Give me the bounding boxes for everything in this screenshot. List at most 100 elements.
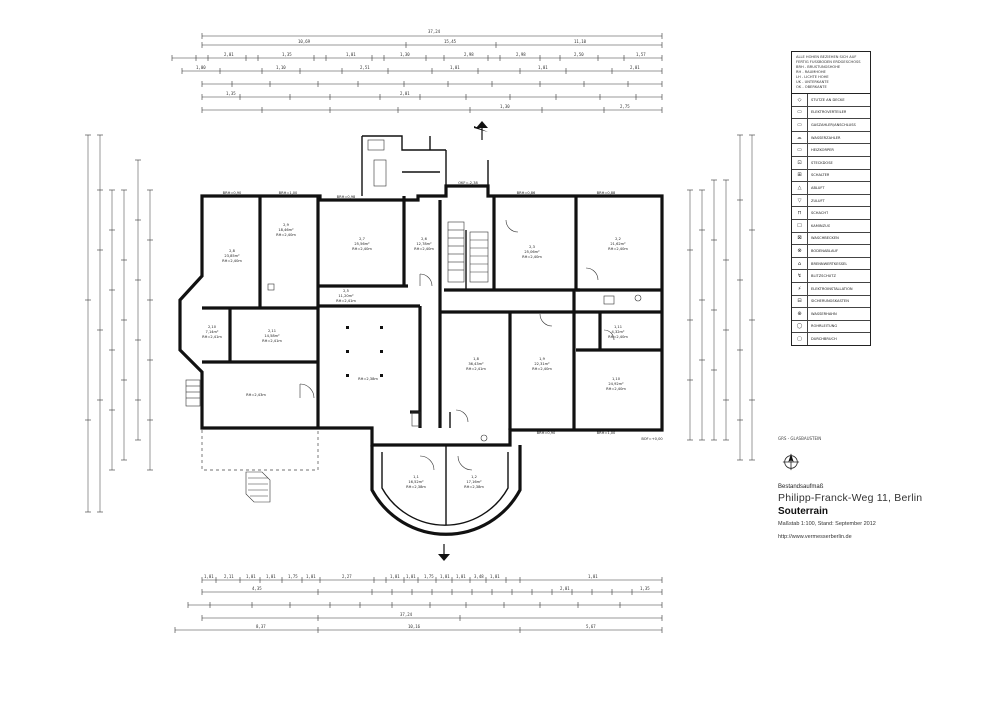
shaft-icon: ☐ xyxy=(792,219,808,232)
legend-reference: GRS - GLASBAUSTEIN xyxy=(778,436,822,441)
room-corridor: 2,5 11,20m² RH=2,41m xyxy=(336,289,356,303)
legend-item: ↯BLITZSCHUTZ xyxy=(792,270,870,283)
room-height: RH=2,41m xyxy=(262,339,282,343)
room-center: RH=2,38m xyxy=(358,377,378,381)
dim-top-v6: 2,98 xyxy=(516,52,526,57)
dim-top-v13: 1,01 xyxy=(538,65,548,70)
north-annex xyxy=(361,135,489,196)
dim-bot-seg-1: 8,37 xyxy=(256,624,266,629)
electric-meter-icon: ▭ xyxy=(792,106,808,119)
legend-note: BRH - BRÜSTUNGSHÖHE xyxy=(796,65,841,69)
dim-top-overall: 37,24 xyxy=(428,29,441,34)
room-right-lower-mid: 1,9 22,31m² RH=2,40m xyxy=(532,357,552,371)
legend-item: ▢DURCHBRUCH xyxy=(792,333,870,345)
dim-bot-v13: 3,48 xyxy=(474,574,484,579)
building-walls xyxy=(178,135,664,536)
legend-item: ◇STÜTZE AN DECKE xyxy=(792,94,870,107)
dim-top-v16: 2,01 xyxy=(400,91,410,96)
room-number: 1,11 xyxy=(614,325,622,329)
dim-bot-v11: 1,01 xyxy=(440,574,450,579)
room-area: 11,20m² xyxy=(338,294,354,298)
stairs xyxy=(185,221,489,503)
dim-top-v7: 2,50 xyxy=(574,52,584,57)
room-height: RH=2,38m xyxy=(464,485,484,489)
legend-item-label: HEIZKÖRPER xyxy=(811,148,834,153)
dim-bot-v4: 1,01 xyxy=(266,574,276,579)
exterior-wall xyxy=(178,184,664,447)
dim-top-v1: 2,01 xyxy=(224,52,234,57)
room-area: 4,32m² xyxy=(612,330,626,334)
legend-box: ALLE HÖHEN BEZIEHEN SICH AUF FERTIG FUSS… xyxy=(791,51,871,346)
website-link[interactable]: http://www.vermesserberlin.de xyxy=(778,534,852,540)
room-area: 12,78m² xyxy=(416,242,432,246)
legend-item: ⌓WASSERZÄHLER xyxy=(792,131,870,145)
dim-bot-v15: 1,01 xyxy=(588,574,598,579)
columns xyxy=(346,326,383,377)
room-left-lower-mid: 2,11 14,58m² RH=2,41m xyxy=(262,329,282,343)
legend-item: ▭GASZÄHLER/ANSCHLUSS xyxy=(792,119,870,132)
legend-item: ⊡STECKDOSE xyxy=(792,156,870,170)
room-number: 1,8 xyxy=(473,357,479,361)
room-height: RH=2,40m xyxy=(608,247,628,251)
window-label: BRH=1,00 xyxy=(279,191,298,195)
room-height: RH=2,38m xyxy=(406,485,426,489)
room-number: 1,2 xyxy=(471,475,477,479)
dimension-chain-bottom: 1,01 2,11 1,01 1,01 1,75 1,01 2,27 1,01 … xyxy=(174,574,663,633)
room-left-lower: RH=2,43m xyxy=(246,393,266,397)
bay-wall xyxy=(370,445,522,536)
legend-item: ◯ROHRLEITUNG xyxy=(792,320,870,334)
dim-bot-seg-2: 10,16 xyxy=(408,624,421,629)
dim-top-v15: 1,35 xyxy=(226,91,236,96)
dim-bot-v3: 1,01 xyxy=(246,574,256,579)
room-number: 2,9 xyxy=(283,223,289,227)
legend-note: FERTIG FUSSBODEN ERDGESCHOSS xyxy=(796,60,861,64)
title-block: GRS - GLASBAUSTEIN Bestandsaufmaß Philip… xyxy=(778,436,978,540)
room-area: 14,58m² xyxy=(264,334,280,338)
drawing-caption: Bestandsaufmaß xyxy=(778,484,824,490)
room-height: RH=2,40m xyxy=(608,335,628,339)
legend-note: UK - UNTERKANTE xyxy=(796,80,829,84)
legend-item: ⊓SCHACHT xyxy=(792,207,870,220)
legend-note: LH - LICHTE HÖHE xyxy=(796,75,829,79)
project-address: Philipp-Franck-Weg 11, Berlin xyxy=(778,492,923,504)
electrics-icon: ⚡ xyxy=(792,282,808,295)
dim-top-v10: 1,10 xyxy=(276,65,286,70)
room-left-mid: 2,9 18,46m² RH=2,40m xyxy=(276,223,296,237)
legend-item-label: STECKDOSE xyxy=(811,160,833,165)
window-label: BRH=0,88 xyxy=(597,191,616,195)
room-area: 18,46m² xyxy=(278,228,294,232)
dim-bot-v9: 1,01 xyxy=(406,574,416,579)
room-height: RH=2,38m xyxy=(358,377,378,381)
room-height: RH=2,40m xyxy=(276,233,296,237)
legend-item-label: KAMINZUG xyxy=(811,223,831,228)
room-left-upper: 2,8 23,85m² RH=2,40m xyxy=(222,249,242,263)
dim-bot-v7: 2,27 xyxy=(342,574,352,579)
section-arrow-icon xyxy=(438,544,450,561)
bay-inner xyxy=(381,452,509,526)
water-meter-icon: ⌓ xyxy=(792,131,808,144)
room-height: RH=2,41m xyxy=(202,335,222,339)
dim-bot-v8: 1,01 xyxy=(390,574,400,579)
room-area: 25,56m² xyxy=(354,242,370,246)
legend-item-label: BODENABLAUF xyxy=(811,248,839,253)
radiator-icon: ▭ xyxy=(792,144,808,156)
room-left-small: 2,10 7,14m² RH=2,41m xyxy=(202,325,222,339)
dim-top-v8: 1,57 xyxy=(636,52,646,57)
window-label: BRH=0,86 xyxy=(517,191,536,195)
room-number: 2,5 xyxy=(343,289,349,293)
dim-top-v18: 2,75 xyxy=(620,104,630,109)
legend-item: ⊕WASSERHAHN xyxy=(792,308,870,321)
room-stair-hall: 2,6 12,78m² RH=2,40m xyxy=(414,237,434,251)
room-height: RH=2,40m xyxy=(522,255,542,259)
room-area: 23,85m² xyxy=(224,254,240,258)
level-mark-basement: OKF=-2,38 xyxy=(458,181,478,185)
room-area: 7,14m² xyxy=(206,330,220,334)
dim-top-v4: 1,30 xyxy=(400,52,410,57)
dim-bot-overall: 37,24 xyxy=(400,612,413,617)
room-area: 21,62m² xyxy=(610,242,626,246)
chimney-icon: ▽ xyxy=(792,194,808,207)
room-area: 25,06m² xyxy=(524,250,540,254)
room-height: RH=2,40m xyxy=(414,247,434,251)
fuse-icon: ⊟ xyxy=(792,295,808,308)
legend-item-label: SCHACHT xyxy=(811,211,829,216)
